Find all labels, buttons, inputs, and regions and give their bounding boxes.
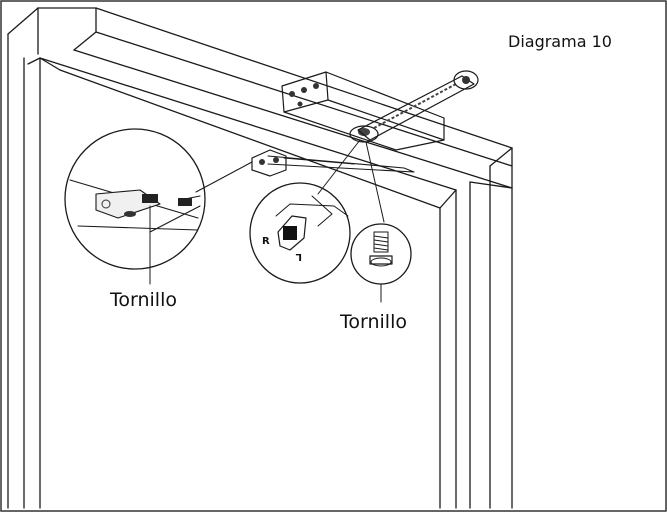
label-l: L	[295, 251, 302, 262]
door-leaf	[27, 57, 457, 509]
detail-pinion-drive: R L	[249, 182, 351, 284]
callout-lines	[195, 139, 385, 223]
diagram-title: Diagrama 10	[508, 32, 612, 51]
door-closer	[281, 71, 445, 151]
detail-screw	[350, 223, 412, 303]
detail-shoe-screw	[64, 128, 206, 285]
label-screw-right: Tornillo	[339, 311, 407, 333]
arm-shoe	[251, 149, 287, 177]
closer-main-arm	[357, 70, 479, 141]
door-frame	[7, 7, 513, 509]
label-screw-left: Tornillo	[109, 289, 177, 311]
label-r: R	[262, 236, 270, 247]
